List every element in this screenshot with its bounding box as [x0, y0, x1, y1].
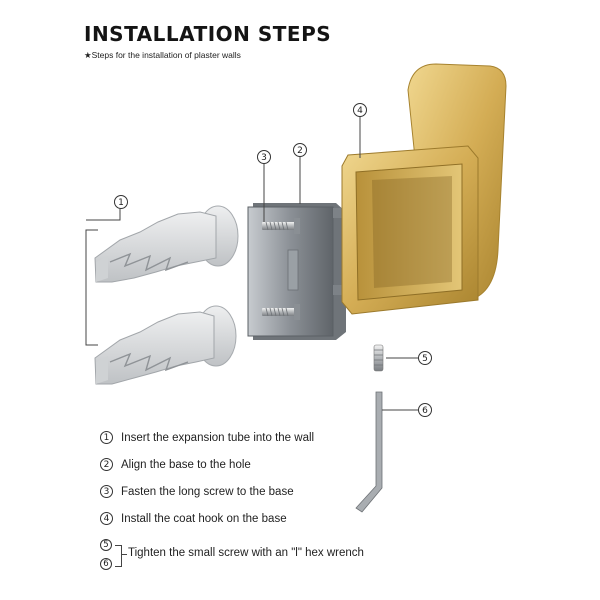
callout-4: 4	[353, 103, 367, 158]
step-4-number: 4	[100, 512, 113, 525]
step-2: 2 Align the base to the hole	[100, 458, 251, 471]
step-bracket	[115, 545, 122, 567]
step-1-text: Insert the expansion tube into the wall	[121, 431, 315, 444]
page-subtitle: ★Steps for the installation of plaster w…	[84, 50, 241, 60]
long-screw-top	[262, 218, 300, 234]
callout-6: 6	[382, 403, 432, 417]
step-2-number: 2	[100, 458, 113, 471]
step-4: 4 Install the coat hook on the base	[100, 512, 287, 525]
step-1: 1 Insert the expansion tube into the wal…	[100, 431, 314, 444]
svg-text:1: 1	[118, 198, 124, 208]
callout-1: 1	[85, 195, 128, 346]
expansion-anchor-bottom	[94, 305, 237, 385]
step-5-6: 5 6 Tighten the small screw with an "l" …	[100, 539, 420, 575]
callout-3: 3	[257, 150, 271, 222]
expansion-anchor-top	[94, 205, 239, 283]
step-3-number: 3	[100, 485, 113, 498]
step-6-number: 6	[100, 558, 112, 570]
step-bracket-line	[121, 554, 127, 555]
step-2-text: Align the base to the hole	[121, 458, 251, 471]
svg-text:3: 3	[261, 153, 267, 163]
step-5-6-text: Tighten the small screw with an "l" hex …	[128, 547, 364, 559]
long-screw-bottom	[262, 304, 300, 320]
svg-text:2: 2	[297, 146, 303, 156]
step-3-text: Fasten the long screw to the base	[121, 485, 294, 498]
small-set-screw	[373, 344, 384, 372]
coat-hook	[341, 63, 507, 315]
hex-wrench	[355, 391, 383, 513]
step-5-number: 5	[100, 539, 112, 551]
step-4-text: Install the coat hook on the base	[121, 512, 287, 525]
step-1-number: 1	[100, 431, 113, 444]
page-title: INSTALLATION STEPS	[84, 22, 332, 46]
svg-text:6: 6	[422, 406, 428, 416]
callout-2: 2	[293, 143, 307, 204]
step-3: 3 Fasten the long screw to the base	[100, 485, 294, 498]
base-plate	[247, 203, 349, 340]
svg-text:4: 4	[357, 106, 363, 116]
svg-text:5: 5	[422, 354, 428, 364]
callout-5: 5	[386, 351, 432, 365]
